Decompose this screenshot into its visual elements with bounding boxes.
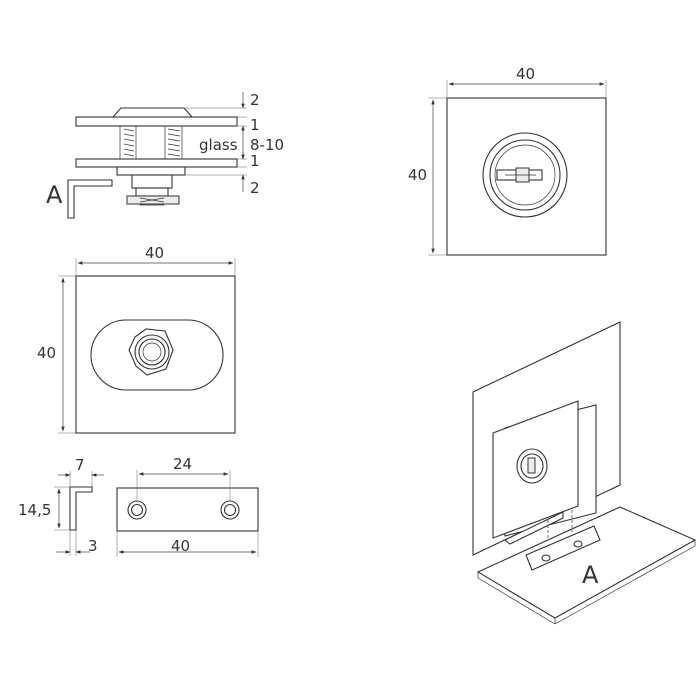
lock-plate-height: 40	[408, 166, 427, 184]
bracket-profile-view: 7 14,5 3	[18, 456, 104, 556]
bracket-plate-view: 24 40	[116, 455, 259, 557]
profile-flange: 7	[75, 456, 85, 474]
back-plate-view: 40 40	[37, 244, 236, 434]
iso-key-icon	[527, 457, 536, 474]
side-marker-a: A	[46, 181, 63, 209]
dim-top-cap: 2	[250, 91, 260, 109]
dim-bottom-plate: 1	[250, 152, 260, 170]
back-plate-width: 40	[145, 244, 164, 262]
dim-glass-thickness: 8-10	[250, 136, 284, 154]
profile-height: 14,5	[18, 501, 51, 519]
thread-lines	[123, 128, 181, 157]
side-section-view: A 2 1 glass 8-10 1 2	[46, 91, 284, 219]
lock-plate-front-view: 40 40	[408, 65, 607, 256]
isometric-view: A	[472, 321, 697, 625]
lock-plate-width: 40	[516, 65, 535, 83]
hex-nut-icon	[128, 328, 174, 376]
iso-marker-a: A	[582, 561, 599, 589]
dim-top-plate: 1	[250, 116, 260, 134]
back-plate-height: 40	[37, 344, 56, 362]
dim-bottom-nut: 2	[250, 179, 260, 197]
profile-thickness: 3	[88, 537, 98, 555]
bracket-length: 40	[171, 537, 190, 555]
hole-spacing: 24	[173, 455, 192, 473]
label-glass: glass	[199, 136, 238, 154]
